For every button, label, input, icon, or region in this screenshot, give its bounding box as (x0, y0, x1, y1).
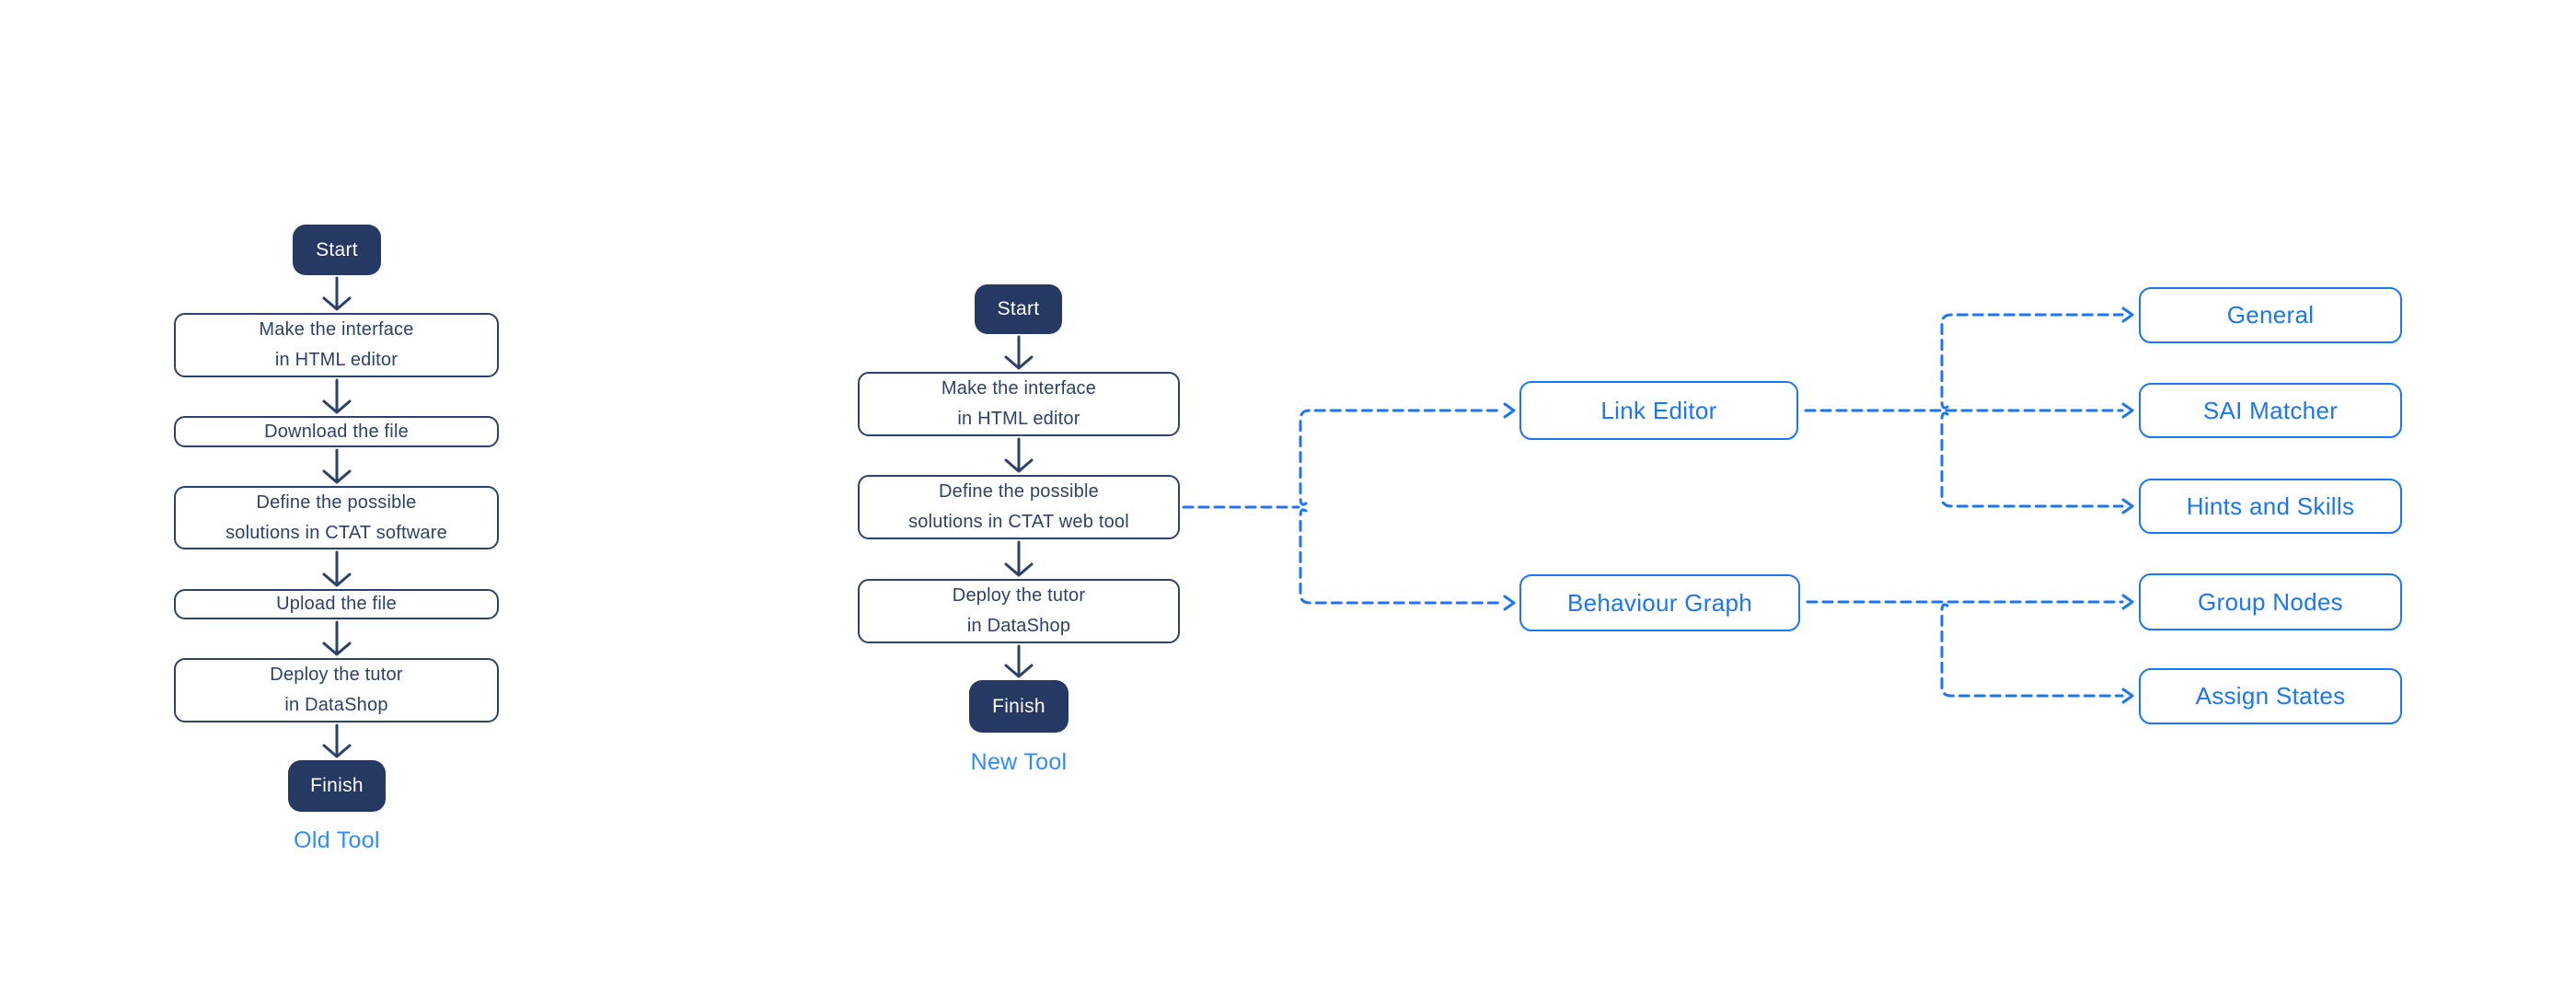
step-node-make-interface-new: Make the interface in HTML editor (858, 372, 1180, 436)
finish-node-old: Finish (288, 760, 386, 812)
arrow-right-icon (2121, 306, 2134, 323)
step-node-define-solutions-new: Define the possible solutions in CTAT we… (858, 475, 1180, 539)
arrow-down-icon (1004, 335, 1034, 370)
step-node-make-interface-old: Make the interface in HTML editor (174, 313, 499, 377)
arrow-down-icon (322, 620, 352, 656)
arrow-right-icon (2121, 594, 2134, 610)
step-node-download-file: Download the file (174, 416, 499, 447)
step-node-upload-file: Upload the file (174, 589, 499, 619)
dashed-branch-to-assign-states (1940, 603, 2124, 698)
branch-dashed-connectors (1182, 306, 2134, 704)
arrow-right-icon (1503, 595, 1516, 611)
start-node-new: Start (975, 284, 1062, 334)
arrow-down-icon (322, 550, 352, 587)
dashed-branch-to-general (1940, 313, 2124, 410)
arrow-down-icon (1004, 437, 1034, 473)
arrow-right-icon (1503, 402, 1516, 419)
step-node-deploy-tutor-new: Deploy the tutor in DataShop (858, 579, 1180, 643)
hints-and-skills-node: Hints and Skills (2139, 479, 2402, 534)
behaviour-graph-node: Behaviour Graph (1519, 574, 1800, 631)
arrow-down-icon (1004, 644, 1034, 678)
dashed-branch-to-behaviour-graph (1299, 508, 1504, 605)
group-nodes-node: Group Nodes (2139, 573, 2402, 630)
finish-node-new: Finish (969, 680, 1069, 733)
sai-matcher-node: SAI Matcher (2139, 383, 2402, 438)
dashed-branch-to-link-editor (1299, 409, 1504, 506)
arrow-down-icon (322, 448, 352, 484)
arrow-down-icon (322, 378, 352, 414)
arrow-down-icon (322, 276, 352, 311)
arrow-down-icon (1004, 540, 1034, 577)
assign-states-node: Assign States (2139, 668, 2402, 724)
link-editor-node: Link Editor (1519, 381, 1798, 440)
arrow-right-icon (2121, 402, 2134, 419)
arrow-right-icon (2121, 688, 2134, 704)
general-node: General (2139, 287, 2402, 343)
step-node-deploy-tutor-old: Deploy the tutor in DataShop (174, 658, 499, 722)
start-node-old: Start (293, 225, 381, 275)
arrow-right-icon (2121, 498, 2134, 514)
step-node-define-solutions-old: Define the possible solutions in CTAT so… (174, 486, 499, 549)
dashed-branch-to-hints-and-skills (1940, 411, 2124, 508)
caption-old-tool: Old Tool (294, 826, 380, 853)
caption-new-tool: New Tool (970, 748, 1068, 775)
arrow-down-icon (322, 723, 352, 758)
